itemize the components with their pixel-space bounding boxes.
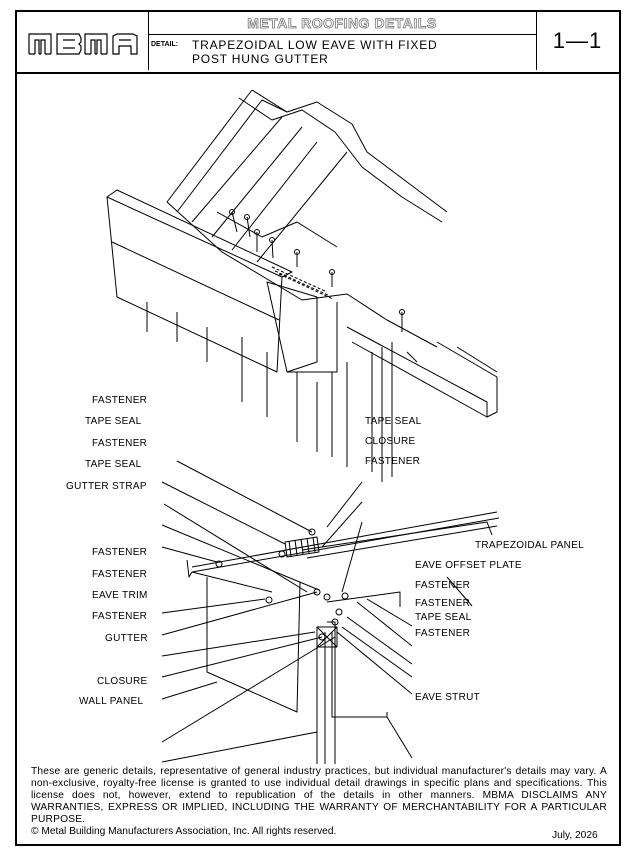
detail-title-line1: TRAPEZOIDAL LOW EAVE WITH FIXED <box>192 38 438 52</box>
label-eave-trim: EAVE TRIM <box>92 590 148 601</box>
label-trapezoidal-panel: TRAPEZOIDAL PANEL <box>475 540 585 551</box>
label-fastener-1: FASTENER <box>92 395 148 406</box>
detail-title-line2: POST HUNG GUTTER <box>192 52 329 66</box>
label-fastener-5: FASTENER <box>92 611 148 622</box>
label-eave-strut: EAVE STRUT <box>415 692 481 703</box>
label-fastener-r3: FASTENER <box>415 628 471 639</box>
label-fastener-r2: FASTENER <box>415 598 471 609</box>
mbma-logo <box>28 33 138 55</box>
label-tape-seal-2: TAPE SEAL <box>85 459 142 470</box>
title-cell: METAL ROOFING DETAILS DETAIL: TRAPEZOIDA… <box>148 12 537 70</box>
label-fastener-r1: FASTENER <box>415 580 471 591</box>
sheet-title: METAL ROOFING DETAILS <box>148 12 536 35</box>
detail-label: DETAIL: <box>151 41 179 48</box>
drawing-sheet: METAL ROOFING DETAILS DETAIL: TRAPEZOIDA… <box>15 10 621 846</box>
detail-title: TRAPEZOIDAL LOW EAVE WITH FIXED POST HUN… <box>192 38 438 66</box>
label-closure-1: CLOSURE <box>97 676 148 687</box>
label-wall-panel: WALL PANEL <box>79 696 144 707</box>
issue-date: July, 2026 <box>552 830 598 841</box>
label-tape-seal-1: TAPE SEAL <box>85 416 142 427</box>
logo-cell <box>17 12 149 70</box>
label-tape-seal-r: TAPE SEAL <box>415 612 472 623</box>
label-fastener-2: FASTENER <box>92 438 148 449</box>
detail-number: 1—1 <box>552 28 603 53</box>
label-closure-top: CLOSURE <box>365 436 416 447</box>
section-view <box>161 460 500 764</box>
label-gutter: GUTTER <box>105 633 148 644</box>
label-fastener-3: FASTENER <box>92 547 148 558</box>
label-gutter-strap: GUTTER STRAP <box>66 481 147 492</box>
label-fastener-4: FASTENER <box>92 569 148 580</box>
isometric-view <box>106 89 498 482</box>
label-eave-offset-plate: EAVE OFFSET PLATE <box>415 560 522 571</box>
title-block: METAL ROOFING DETAILS DETAIL: TRAPEZOIDA… <box>17 12 619 74</box>
label-fastener-top: FASTENER <box>365 456 421 467</box>
label-tape-seal-top: TAPE SEAL <box>365 416 422 427</box>
copyright: © Metal Building Manufacturers Associati… <box>31 826 337 837</box>
disclaimer: These are generic details, representativ… <box>31 766 607 825</box>
detail-drawing <box>106 89 500 764</box>
